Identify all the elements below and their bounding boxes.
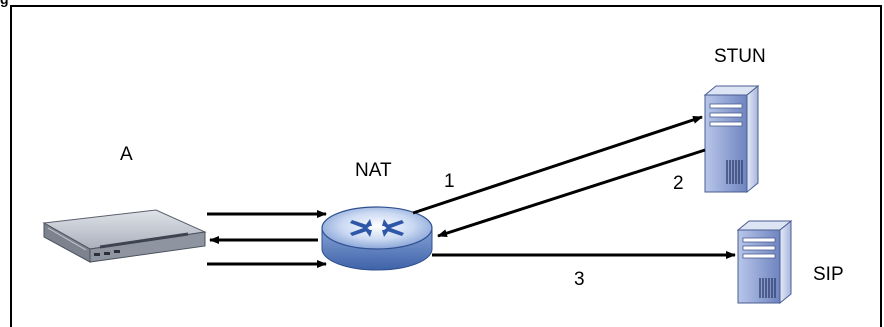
nat-label: NAT: [355, 160, 392, 181]
arrow-1-nat-to-stun: [412, 115, 703, 215]
device-a-label: A: [120, 144, 133, 165]
sip-server-icon: [736, 219, 793, 305]
nat-router-icon: [321, 206, 433, 271]
sip-label: SIP: [813, 264, 844, 285]
diagram-frame: [10, 5, 882, 327]
edge-label-1: 1: [444, 171, 455, 192]
edge-label-3: 3: [574, 269, 585, 290]
arrow-2-stun-to-nat: [437, 148, 706, 238]
figure-caption: g: [0, 0, 9, 7]
stun-server-icon: [703, 84, 760, 194]
stun-label: STUN: [714, 46, 766, 67]
edge-label-2: 2: [673, 173, 684, 194]
device-a-icon: [42, 209, 207, 263]
